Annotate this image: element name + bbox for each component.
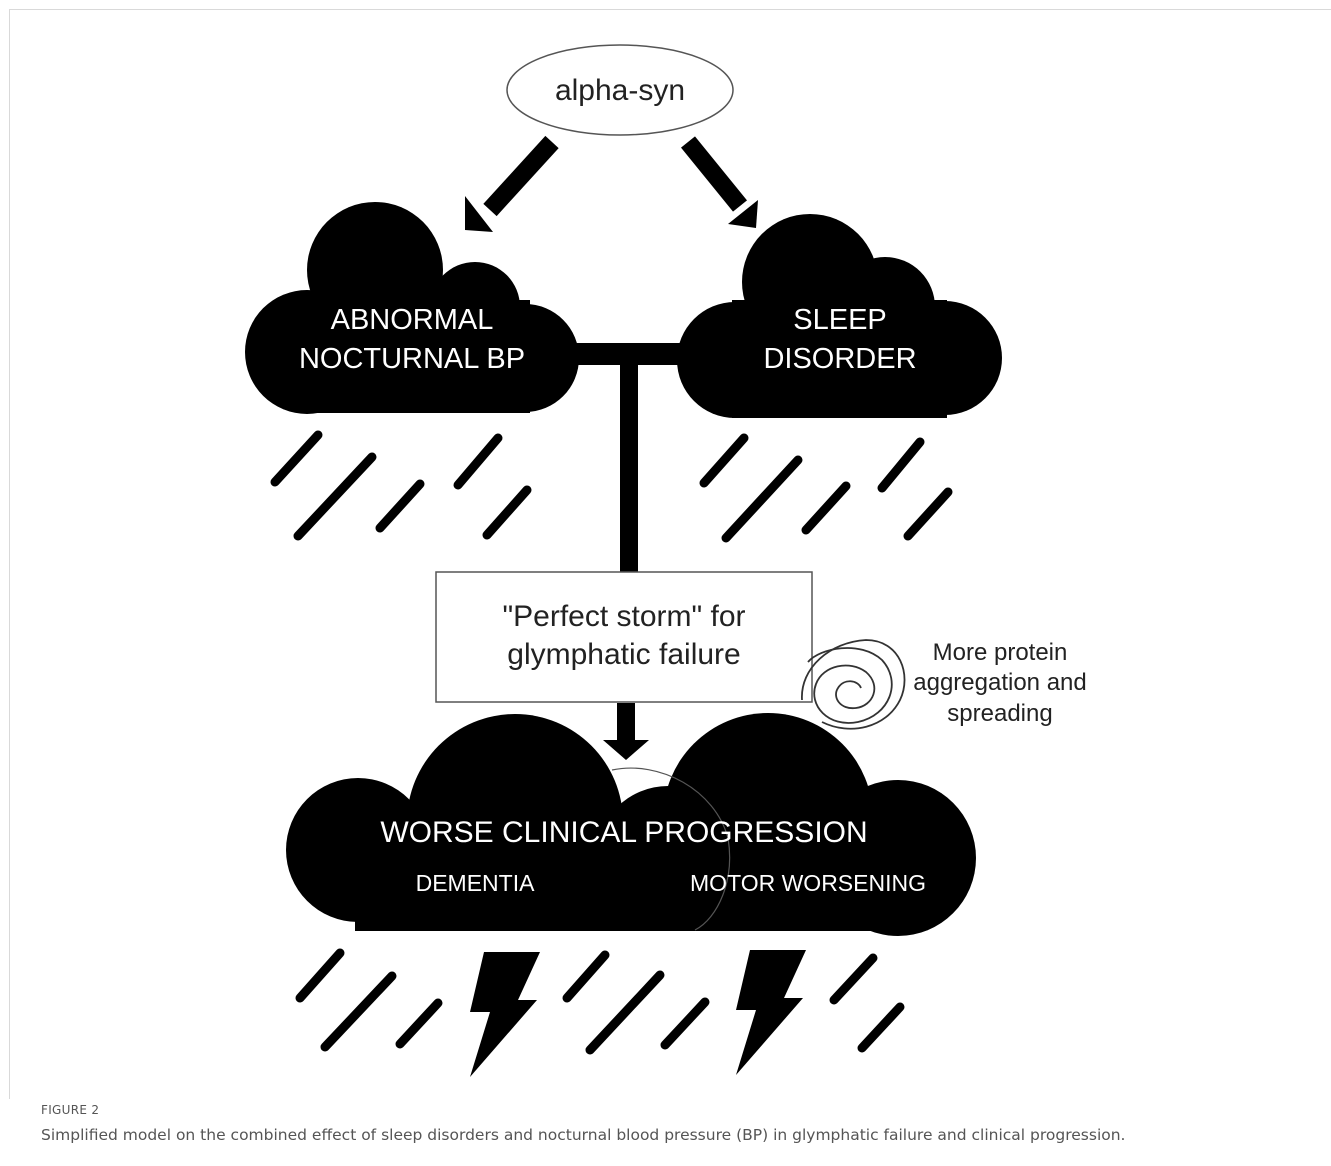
lightning-right-icon: [736, 950, 806, 1075]
outcome-dementia: DEMENTIA: [416, 870, 536, 896]
note-line2: aggregation and: [913, 669, 1086, 696]
diagram: alpha-syn ABNORMAL NOCTURNAL BP SLEEP DI…: [245, 44, 1087, 1077]
rain-left-cloud: [270, 430, 532, 541]
sleep-cloud-line1: SLEEP: [793, 304, 887, 336]
outcome-title: WORSE CLINICAL PROGRESSION: [380, 816, 867, 849]
arrow-to-outcome: [603, 703, 649, 760]
sleep-cloud-line2: DISORDER: [763, 343, 916, 375]
bp-cloud-line1: ABNORMAL: [331, 304, 494, 336]
rain-outcome-cloud: [295, 948, 905, 1055]
note-line1: More protein: [933, 639, 1068, 666]
figure-caption: Simplified model on the combined effect …: [41, 1126, 1126, 1144]
lightning-left-icon: [470, 952, 540, 1077]
arrow-to-sleep-cloud: [681, 136, 758, 228]
figure-label: FIGURE 2: [41, 1103, 100, 1117]
cloud-abnormal-nocturnal-bp: ABNORMAL NOCTURNAL BP: [245, 202, 579, 414]
outcome-motor-worsening: MOTOR WORSENING: [690, 870, 926, 896]
figure-panel: [9, 9, 1331, 1099]
perfect-storm-box: "Perfect storm" for glymphatic failure: [435, 571, 813, 703]
note-line3: spreading: [947, 700, 1052, 727]
alpha-syn-ellipse: [506, 44, 734, 136]
arrow-to-bp-cloud: [465, 135, 559, 232]
rain-right-cloud: [699, 433, 953, 543]
perfect-storm-rect: [435, 571, 813, 703]
protein-aggregation-note: More protein aggregation and spreading: [913, 639, 1086, 727]
cloud-sleep-disorder: SLEEP DISORDER: [677, 214, 1002, 418]
bp-cloud-line2: NOCTURNAL BP: [299, 343, 525, 375]
t-connector: [575, 343, 687, 573]
alpha-syn-label: alpha-syn: [555, 74, 685, 107]
perfect-storm-line1: "Perfect storm" for: [502, 600, 745, 633]
lightning-icon: [470, 950, 806, 1077]
spiral-icon: [801, 639, 906, 730]
alpha-syn-node: alpha-syn: [506, 44, 734, 136]
perfect-storm-line2: glymphatic failure: [507, 638, 740, 671]
cloud-worse-clinical-progression: WORSE CLINICAL PROGRESSION DEMENTIA MOTO…: [286, 713, 976, 936]
